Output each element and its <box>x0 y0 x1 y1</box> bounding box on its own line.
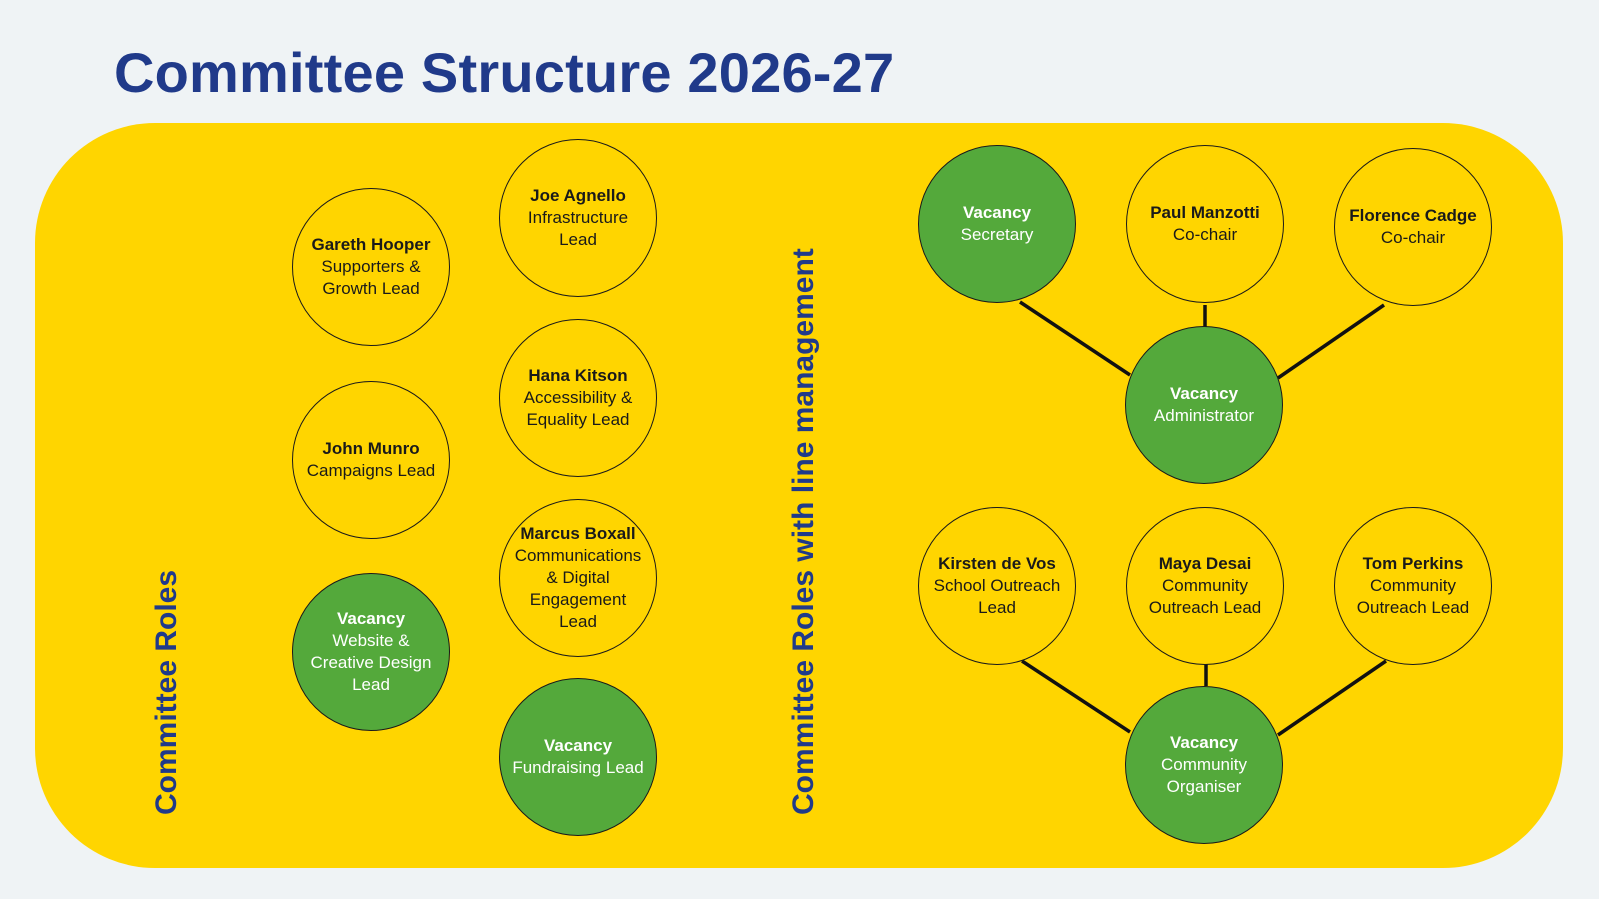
manager-node-vacancy-community-organiser: Vacancy Community Organiser <box>1125 686 1283 844</box>
member-name: Vacancy <box>962 203 1032 222</box>
member-role: Supporters & Growth Lead <box>321 257 421 298</box>
report-node-vacancy-secretary: Vacancy Secretary <box>918 145 1076 303</box>
member-name: Paul Manzotti <box>1150 203 1260 222</box>
report-node-tom-perkins: Tom Perkins Community Outreach Lead <box>1334 507 1492 665</box>
member-name: Gareth Hooper <box>311 235 431 254</box>
report-node-maya-desai: Maya Desai Community Outreach Lead <box>1126 507 1284 665</box>
member-role: Secretary <box>960 225 1034 244</box>
member-role: Administrator <box>1153 406 1255 425</box>
role-node-gareth-hooper: Gareth Hooper Supporters & Growth Lead <box>292 188 450 346</box>
member-role: Campaigns Lead <box>306 461 436 480</box>
member-role: Fundraising Lead <box>512 758 644 777</box>
member-name: Vacancy <box>336 609 406 628</box>
role-node-marcus-boxall: Marcus Boxall Communications & Digital E… <box>499 499 657 657</box>
member-role: Community Outreach Lead <box>1356 576 1470 617</box>
yellow-panel <box>35 123 1563 868</box>
member-role: Community Outreach Lead <box>1148 576 1262 617</box>
role-node-vacancy-fundraising: Vacancy Fundraising Lead <box>499 678 657 836</box>
member-name: John Munro <box>322 439 420 458</box>
connector-line <box>1277 303 1385 380</box>
connector-line <box>1277 659 1387 737</box>
member-role: Co-chair <box>1172 225 1238 244</box>
member-role: Accessibility & Equality Lead <box>523 388 633 429</box>
member-name: Hana Kitson <box>528 366 628 385</box>
role-node-hana-kitson: Hana Kitson Accessibility & Equality Lea… <box>499 319 657 477</box>
member-role: Website & Creative Design Lead <box>310 631 432 694</box>
role-node-john-munro: John Munro Campaigns Lead <box>292 381 450 539</box>
report-node-kirsten-de-vos: Kirsten de Vos School Outreach Lead <box>918 507 1076 665</box>
role-node-vacancy-website: Vacancy Website & Creative Design Lead <box>292 573 450 731</box>
member-name: Tom Perkins <box>1362 554 1464 573</box>
member-role: School Outreach Lead <box>933 576 1061 617</box>
member-role: Infrastructure Lead <box>527 208 629 249</box>
member-role: Community Organiser <box>1161 755 1247 796</box>
member-role: Co-chair <box>1380 228 1446 247</box>
report-node-paul-manzotti: Paul Manzotti Co-chair <box>1126 145 1284 303</box>
connector-line <box>1021 659 1131 734</box>
member-name: Vacancy <box>543 736 613 755</box>
member-name: Marcus Boxall <box>520 524 636 543</box>
role-node-joe-agnello: Joe Agnello Infrastructure Lead <box>499 139 657 297</box>
member-name: Vacancy <box>1169 384 1239 403</box>
page-title: Committee Structure 2026-27 <box>114 41 895 104</box>
manager-node-vacancy-administrator: Vacancy Administrator <box>1125 326 1283 484</box>
member-name: Vacancy <box>1169 733 1239 752</box>
connector-line <box>1019 300 1131 377</box>
member-name: Florence Cadge <box>1349 206 1477 225</box>
member-name: Joe Agnello <box>530 186 626 205</box>
member-name: Maya Desai <box>1158 554 1252 573</box>
member-role: Communications & Digital Engagement Lead <box>514 546 642 631</box>
report-node-florence-cadge: Florence Cadge Co-chair <box>1334 148 1492 306</box>
member-name: Kirsten de Vos <box>938 554 1056 573</box>
